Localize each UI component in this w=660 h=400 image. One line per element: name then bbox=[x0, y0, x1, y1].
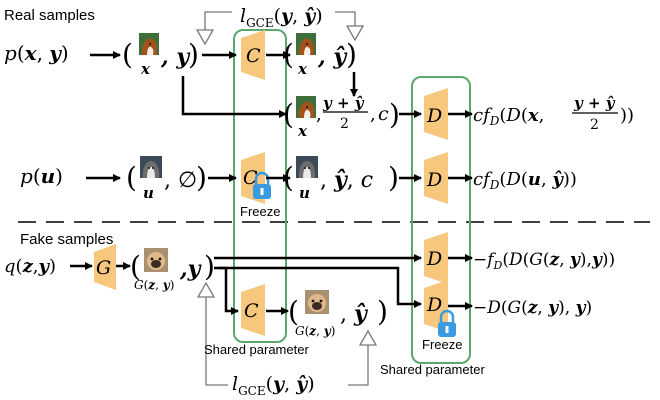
top-loss-bracket-right bbox=[335, 11, 356, 26]
svg-text:, ∅: , ∅ bbox=[164, 168, 197, 193]
bottom-loss-arrow-left bbox=[196, 281, 216, 298]
classifier-label-fake: C bbox=[244, 300, 259, 322]
svg-text:): ) bbox=[204, 250, 215, 283]
svg-text:,: , bbox=[370, 104, 376, 125]
top-loss-bracket-left bbox=[204, 11, 232, 34]
svg-text:G(z, y): G(z, y) bbox=[295, 324, 335, 338]
bottom-loss-arrow-right bbox=[358, 329, 378, 346]
discriminator-block-fake-1 bbox=[424, 232, 448, 284]
classifier-block-fake bbox=[241, 284, 265, 336]
output-fake-plain: −D(G(z, y), y) bbox=[473, 298, 592, 318]
svg-text:u: u bbox=[143, 184, 154, 202]
bottom-loss-label: lGCE(y, ŷ) bbox=[232, 373, 315, 398]
generator-block bbox=[94, 244, 116, 290]
svg-text:, y: , y bbox=[160, 44, 191, 70]
discriminator-label-mix: D bbox=[426, 105, 442, 127]
discriminator-label-fake-2: D bbox=[426, 294, 442, 316]
arrow-fake-to-d2 bbox=[214, 266, 422, 308]
husky-dog-image bbox=[140, 156, 162, 178]
svg-text:2: 2 bbox=[590, 117, 599, 133]
real-distribution-label: p(x, y) bbox=[4, 41, 69, 65]
svg-text:, ŷ: , ŷ bbox=[340, 301, 369, 327]
discriminator-block-unlabeled bbox=[424, 152, 448, 204]
freeze-label-classifier: Freeze bbox=[240, 204, 280, 219]
generator-label: G bbox=[96, 257, 111, 279]
svg-text:, ŷ, c: , ŷ, c bbox=[320, 167, 373, 193]
svg-text:): ) bbox=[346, 38, 357, 71]
svg-text:(: ( bbox=[122, 38, 133, 71]
svg-text:): ) bbox=[389, 98, 400, 131]
svg-text:,y: ,y bbox=[179, 256, 203, 282]
arrow-fake-to-classifier bbox=[218, 266, 239, 315]
discriminator-group-box bbox=[411, 76, 471, 364]
shared-parameter-label-discriminator: Shared parameter bbox=[380, 362, 485, 377]
svg-text:x: x bbox=[297, 60, 308, 78]
svg-text:(: ( bbox=[126, 161, 137, 194]
svg-text:(: ( bbox=[283, 98, 294, 131]
svg-text:u: u bbox=[299, 184, 310, 202]
fake-samples-label: Fake samples bbox=[20, 231, 113, 248]
svg-text:): ) bbox=[196, 161, 207, 194]
svg-text:): ) bbox=[388, 161, 399, 194]
svg-text:(: ( bbox=[288, 295, 299, 328]
svg-text:y + ŷ: y + ŷ bbox=[573, 94, 616, 112]
classifier-block-real bbox=[241, 30, 265, 80]
svg-text:)): )) bbox=[620, 105, 634, 126]
svg-text:(: ( bbox=[130, 250, 141, 283]
svg-text:G(z, y): G(z, y) bbox=[134, 278, 174, 292]
top-loss-label: lGCE(y, ŷ) bbox=[240, 5, 323, 30]
real-samples-label: Real samples bbox=[4, 7, 95, 24]
output-unlabeled: cfD(D(u, ŷ)) bbox=[473, 169, 577, 192]
pug-dog-image bbox=[144, 248, 168, 272]
classifier-label-unlabeled: C bbox=[243, 167, 258, 189]
svg-text:): ) bbox=[377, 295, 388, 328]
svg-text:): ) bbox=[188, 38, 199, 71]
discriminator-label-fake-1: D bbox=[426, 248, 442, 270]
classifier-label-real: C bbox=[246, 45, 261, 67]
svg-text:x: x bbox=[297, 122, 308, 140]
svg-text:(: ( bbox=[283, 161, 294, 194]
discriminator-block-mix bbox=[424, 88, 448, 140]
output-real-mixed: cfD(D(x, bbox=[473, 105, 544, 128]
top-loss-arrow-right bbox=[345, 25, 365, 42]
collie-dog-image bbox=[139, 33, 159, 55]
svg-text:,: , bbox=[316, 104, 322, 125]
discriminator-label-unlabeled: D bbox=[426, 169, 442, 191]
top-loss-arrow-left bbox=[195, 29, 215, 46]
svg-text:, ŷ: , ŷ bbox=[317, 44, 348, 70]
classifier-group-box bbox=[233, 29, 287, 343]
svg-text:x: x bbox=[140, 60, 151, 78]
svg-text:(: ( bbox=[283, 38, 294, 71]
svg-text:c: c bbox=[378, 103, 389, 125]
shared-parameter-label-classifier: Shared parameter bbox=[204, 342, 309, 357]
freeze-label-discriminator: Freeze bbox=[422, 337, 462, 352]
arrow-real-bypass bbox=[181, 76, 287, 118]
output-fake-fd: −fD(D(G(z, y),y)) bbox=[473, 250, 615, 272]
svg-text:2: 2 bbox=[340, 116, 349, 132]
svg-text:y + ŷ: y + ŷ bbox=[322, 94, 365, 112]
unlabeled-distribution-label: p(u) bbox=[20, 164, 63, 188]
fake-distribution-label: q(z,y) bbox=[4, 256, 56, 277]
